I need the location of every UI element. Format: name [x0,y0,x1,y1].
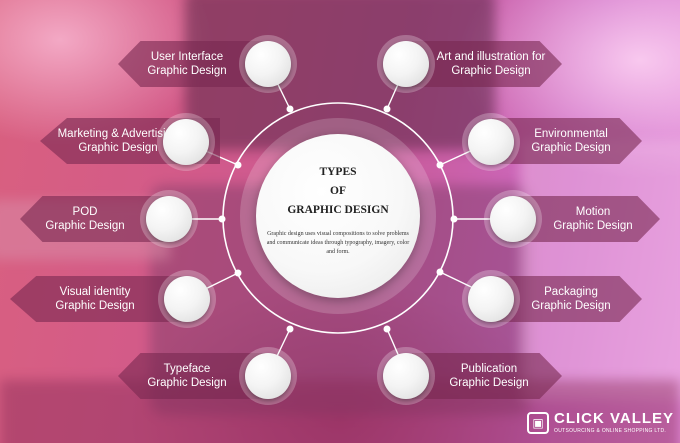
blurred-desk-right [520,140,680,400]
pearl-node [490,196,536,242]
blurred-bottom [0,380,680,443]
label-line1: Marketing & Advertising [57,128,179,140]
label-line2: Graphic Design [45,220,125,232]
label-motion: Motion Graphic Design [518,196,668,242]
label-line1: Publication [460,363,518,375]
label-line1: User Interface [150,51,224,63]
label-line2: Graphic Design [147,377,227,389]
pearl-node [163,119,209,165]
pearl-node [164,276,210,322]
pearl-node [146,196,192,242]
label-packaging: Packaging Graphic Design [496,276,646,322]
label-line1: Visual identity [59,286,131,298]
monitor-icon: ▣ [527,412,549,434]
label-line2: Graphic Design [451,65,531,77]
label-art-illustration: Art and illustration for Graphic Design [416,41,566,87]
label-environmental: Environmental Graphic Design [496,118,646,164]
label-line2: Graphic Design [147,65,227,77]
label-line1: POD [72,206,98,218]
label-visual-identity: Visual identity Graphic Design [20,276,170,322]
label-bg-environmental [492,118,642,164]
junction-dots [218,105,458,333]
click-valley-logo: ▣ CLICK VALLEY OUTSOURCING & ONLINE SHOP… [527,410,677,440]
center-title-line2: OF [330,185,346,197]
pearl-node [468,119,514,165]
label-line1: Packaging [544,286,598,298]
label-line1: Environmental [534,128,608,140]
pearl-node [383,353,429,399]
logo-name: CLICK VALLEY [554,410,675,427]
label-marketing-advertising: Marketing & Advertising Graphic Design [28,118,208,164]
pearl-node [383,41,429,87]
pearl-node [245,353,291,399]
label-typeface: Typeface Graphic Design [112,353,262,399]
label-user-interface: User Interface Graphic Design [112,41,262,87]
label-line2: Graphic Design [449,377,529,389]
label-line2: Graphic Design [531,142,611,154]
center-disc [256,134,420,298]
pearl-node [245,41,291,87]
label-line2: Graphic Design [78,142,158,154]
label-bg-visual-identity [10,276,185,322]
label-line2: Graphic Design [553,220,633,232]
label-bg-publication [412,353,562,399]
center-description: Graphic design uses visual compositions … [266,231,410,255]
label-line2: Graphic Design [531,300,611,312]
pearl-node [468,276,514,322]
label-bg-packaging [492,276,642,322]
label-line1: Motion [575,206,611,218]
label-line2: Graphic Design [55,300,135,312]
label-line1: Typeface [163,363,211,375]
label-bg-typeface [118,353,268,399]
label-pod: POD Graphic Design [10,196,160,242]
center-title: TYPES OF GRAPHIC DESIGN [256,163,420,220]
logo-tagline: OUTSOURCING & ONLINE SHOPPING LTD. [554,428,667,434]
label-bg-art-illustration [412,41,562,87]
center-title-line1: TYPES [319,166,357,178]
label-bg-user-interface [118,41,268,87]
label-publication: Publication Graphic Design [414,353,564,399]
center-title-line3: GRAPHIC DESIGN [287,204,389,216]
label-line1: Art and illustration for [436,51,546,63]
label-bg-pod [20,196,170,242]
